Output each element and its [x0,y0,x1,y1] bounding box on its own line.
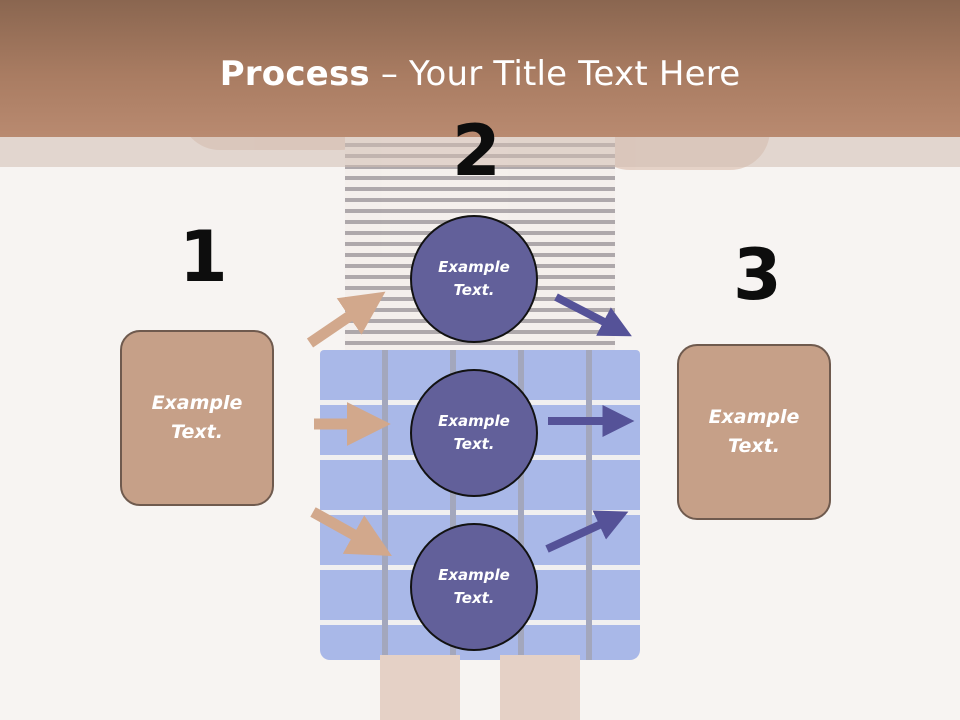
circle-middle-line2: Text. [453,435,495,453]
step-1-box-line1: Example [151,392,243,414]
arrow-to-circle-bottom [310,507,392,557]
title-rest: – Your Title Text Here [369,54,741,94]
step-number-2: 2 [452,110,501,192]
arrow-from-circle-bottom [545,510,629,553]
step-number-1: 1 [179,216,228,298]
title-bold: Process [219,54,370,94]
circle-middle-line1: Example [438,412,510,430]
step-3-box-line1: Example [708,406,800,428]
step-3-box-line2: Text. [728,435,780,457]
circle-bottom-line2: Text. [453,589,495,607]
step-1-box-line2: Text. [171,421,223,443]
arrow-to-circle-top [306,291,386,348]
slide-title: Process – Your Title Text Here [0,52,960,96]
circle-bottom-line1: Example [438,566,510,584]
title-band [0,0,960,137]
circle-top-line1: Example [438,258,510,276]
title-divider-strip [0,137,960,167]
arrow-from-circle-top [554,293,632,337]
step-number-3: 3 [733,234,782,316]
circle-top-line2: Text. [453,281,495,299]
